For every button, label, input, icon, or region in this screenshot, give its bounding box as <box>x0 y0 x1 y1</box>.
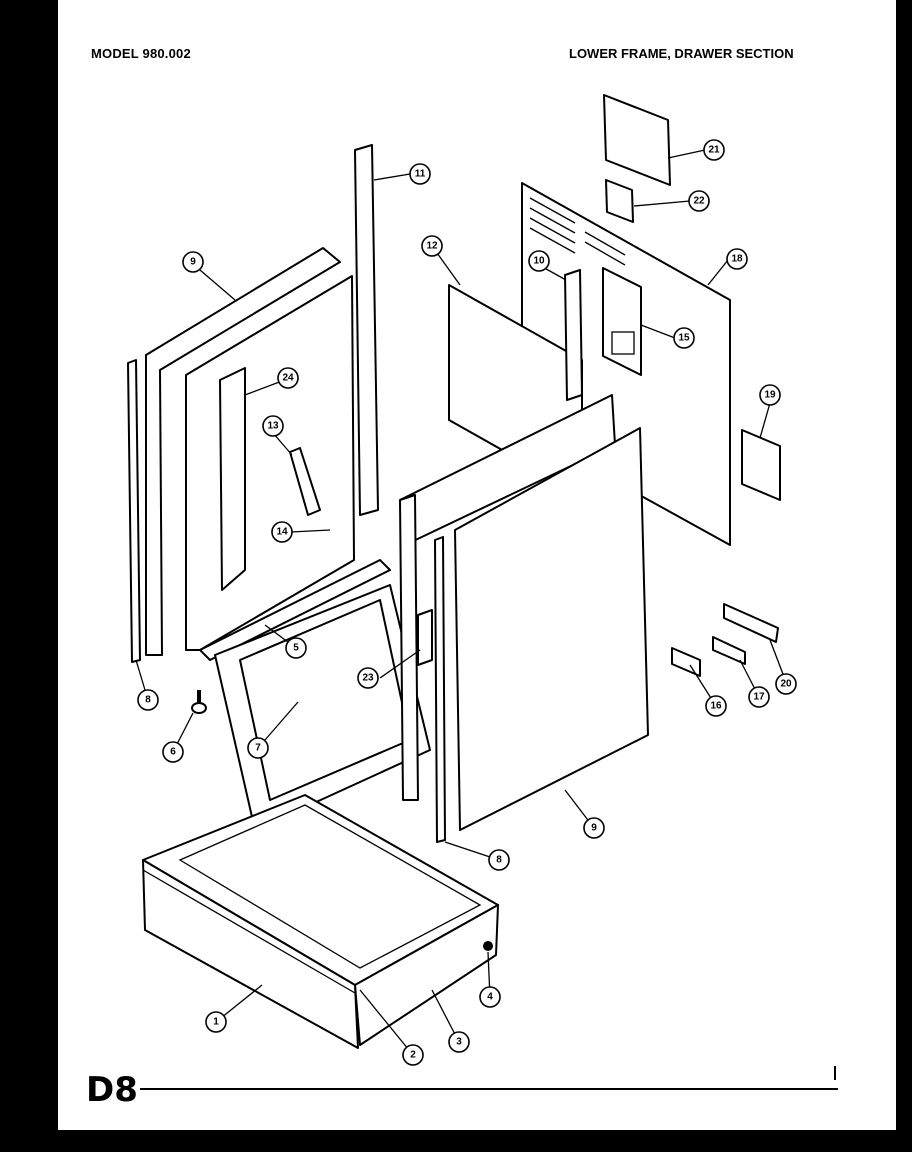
part-8-left-trim <box>127 359 141 663</box>
part-18-vents <box>529 197 626 266</box>
footer-rule <box>140 1088 838 1090</box>
callout-20-label: 20 <box>780 679 792 690</box>
part-9-left-side-panel <box>145 247 341 656</box>
callout-20: 20 <box>775 673 797 695</box>
model-number: MODEL 980.002 <box>91 46 191 61</box>
callout-17-label: 17 <box>753 692 765 703</box>
callout-12: 12 <box>421 235 443 257</box>
part-23-bracket <box>417 609 433 666</box>
part-15-slot <box>611 331 635 355</box>
callout-12-label: 12 <box>426 241 438 252</box>
callout-1-label: 1 <box>213 1017 219 1028</box>
callout-19-label: 19 <box>764 390 776 401</box>
part-1-drawer-front <box>142 859 359 1049</box>
part-24-duct <box>219 367 246 591</box>
callout-21: 21 <box>703 139 725 161</box>
callout-8-right-label: 8 <box>496 855 502 866</box>
part-2-drawer-trim <box>142 869 356 994</box>
part-17-bracket <box>712 636 746 665</box>
callout-5-label: 5 <box>293 643 299 654</box>
callout-15-label: 15 <box>678 333 690 344</box>
drawer-inner <box>178 804 482 969</box>
part-6-leveler <box>191 690 207 714</box>
part-5-rail <box>199 559 391 661</box>
callout-8-right: 8 <box>488 849 510 871</box>
callout-18-label: 18 <box>731 254 743 265</box>
part-13-bracket <box>289 447 321 516</box>
callout-2-label: 2 <box>410 1050 416 1061</box>
callout-3-label: 3 <box>456 1037 462 1048</box>
callout-9-left-label: 9 <box>190 257 196 268</box>
callout-19: 19 <box>759 384 781 406</box>
section-title: LOWER FRAME, DRAWER SECTION <box>569 46 794 61</box>
callout-6: 6 <box>162 741 184 763</box>
callout-2: 2 <box>402 1044 424 1066</box>
scan-border-right <box>896 0 912 1152</box>
part-11-post <box>354 144 379 516</box>
callout-23: 23 <box>357 667 379 689</box>
callout-14-label: 14 <box>276 527 288 538</box>
part-16-latch <box>671 647 701 677</box>
callout-18: 18 <box>726 248 748 270</box>
footer-tick <box>834 1066 836 1080</box>
callout-14: 14 <box>271 521 293 543</box>
callout-11: 11 <box>409 163 431 185</box>
callout-9-left: 9 <box>182 251 204 273</box>
part-15-bracket <box>602 267 642 376</box>
part-21-plate <box>603 94 671 186</box>
callout-4-label: 4 <box>487 992 493 1003</box>
callout-11-label: 11 <box>415 169 426 180</box>
callout-8-left-label: 8 <box>145 695 151 706</box>
callout-8-left: 8 <box>137 689 159 711</box>
callout-17: 17 <box>748 686 770 708</box>
page-code: D8 <box>86 1070 138 1110</box>
callout-6-label: 6 <box>170 747 176 758</box>
callout-22-label: 22 <box>693 196 705 207</box>
callout-24-label: 24 <box>282 373 294 384</box>
callout-15: 15 <box>673 327 695 349</box>
part-4-drawer-roller <box>483 941 493 951</box>
part-20-bracket <box>723 603 779 643</box>
callout-4: 4 <box>479 986 501 1008</box>
callout-9-right: 9 <box>583 817 605 839</box>
part-9-right-side-panel <box>454 427 649 831</box>
callout-7-label: 7 <box>255 743 261 754</box>
callout-9-right-label: 9 <box>591 823 597 834</box>
callout-16: 16 <box>705 695 727 717</box>
callout-10-label: 10 <box>533 256 545 267</box>
callout-5: 5 <box>285 637 307 659</box>
callout-13: 13 <box>262 415 284 437</box>
scan-border-left <box>0 0 58 1152</box>
callout-3: 3 <box>448 1031 470 1053</box>
part-19-plate <box>741 429 781 501</box>
callout-22: 22 <box>688 190 710 212</box>
right-front-post <box>399 494 419 801</box>
callout-23-label: 23 <box>362 673 374 684</box>
part-22-plate <box>605 179 634 223</box>
callout-13-label: 13 <box>267 421 279 432</box>
callout-10: 10 <box>528 250 550 272</box>
scan-border-bottom <box>0 1130 912 1152</box>
part-8-right-trim <box>434 536 446 843</box>
callout-16-label: 16 <box>710 701 722 712</box>
callout-21-label: 21 <box>708 145 720 156</box>
part-3-drawer-side <box>354 904 499 1046</box>
drawer-assembly <box>142 794 499 1049</box>
callout-1: 1 <box>205 1011 227 1033</box>
part-10-post <box>564 269 583 401</box>
callout-7: 7 <box>247 737 269 759</box>
callout-24: 24 <box>277 367 299 389</box>
